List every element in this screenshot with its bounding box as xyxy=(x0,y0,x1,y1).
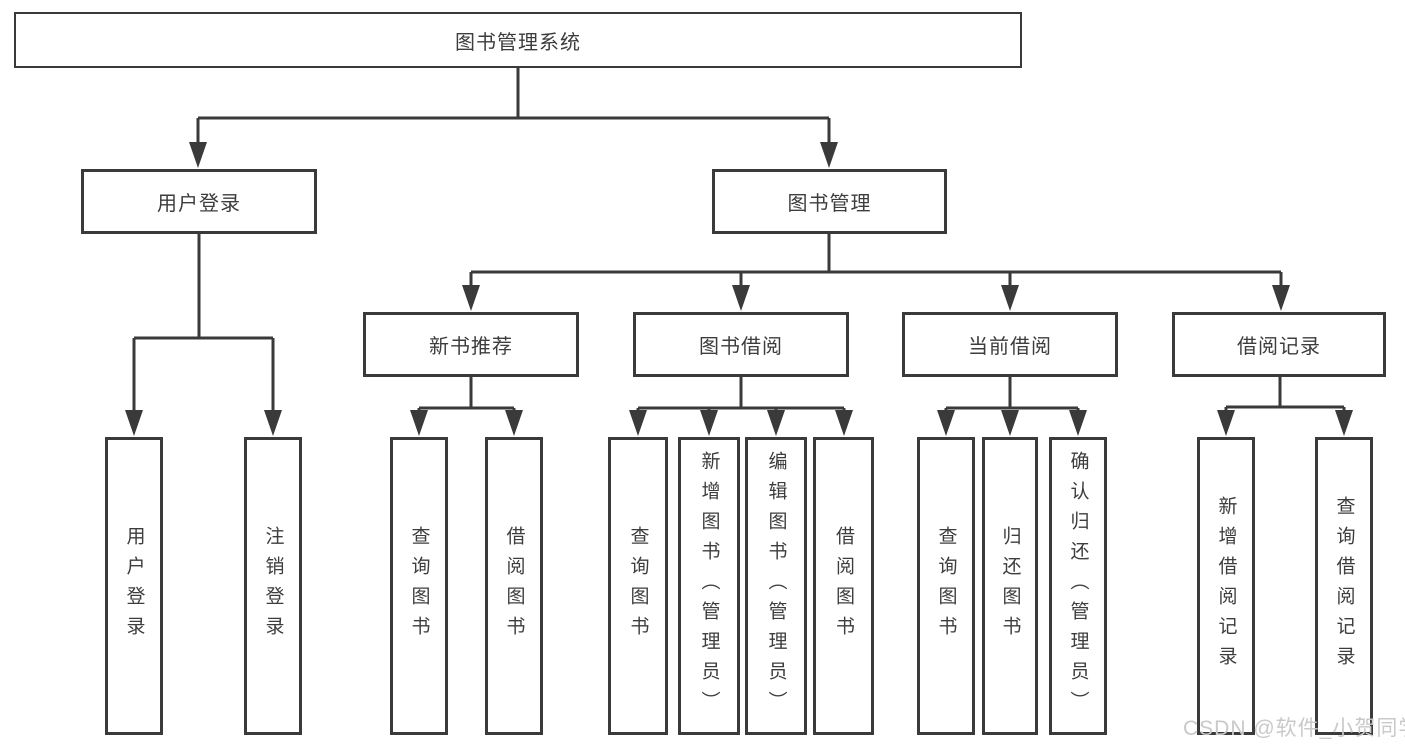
leaf-return-books: 归还图书 xyxy=(982,437,1038,735)
node-label: 归还图书 xyxy=(999,526,1021,646)
leaf-logout: 注销登录 xyxy=(244,437,302,735)
node-label: 编辑图书（管理员） xyxy=(765,451,787,721)
node-book-management: 图书管理 xyxy=(712,169,947,234)
node-label: 查询图书 xyxy=(627,526,649,646)
node-user-login: 用户登录 xyxy=(81,169,317,234)
leaf-add-book-admin: 新增图书（管理员） xyxy=(678,437,740,735)
node-book-borrow: 图书借阅 xyxy=(633,312,849,377)
connector-current-borrow-branch xyxy=(944,377,1080,414)
connector-borrow-record-branch xyxy=(1224,377,1346,414)
csdn-watermark: CSDN @软件_小贺同学 xyxy=(1183,717,1405,740)
leaf-add-borrow-record: 新增借阅记录 xyxy=(1197,437,1255,735)
leaf-confirm-return-admin: 确认归还（管理员） xyxy=(1049,437,1107,735)
node-label: 借阅图书 xyxy=(503,526,525,646)
node-label: 图书管理系统 xyxy=(455,31,581,54)
node-label: 图书借阅 xyxy=(699,336,783,358)
node-label: 确认归还（管理员） xyxy=(1067,451,1089,721)
leaf-borrow-books: 借阅图书 xyxy=(813,437,874,735)
node-root: 图书管理系统 xyxy=(14,12,1022,68)
node-label: 注销登录 xyxy=(262,526,284,646)
leaf-user-login: 用户登录 xyxy=(105,437,163,735)
node-label: 新书推荐 xyxy=(429,336,513,358)
node-label: 新增借阅记录 xyxy=(1215,496,1237,676)
leaf-query-books-current: 查询图书 xyxy=(917,437,975,735)
leaf-query-books-borrow: 查询图书 xyxy=(608,437,668,735)
node-label: 查询图书 xyxy=(935,526,957,646)
node-current-borrow: 当前借阅 xyxy=(902,312,1118,377)
node-label: 借阅记录 xyxy=(1237,336,1321,358)
node-label: 查询图书 xyxy=(408,526,430,646)
leaf-borrow-books-recommend: 借阅图书 xyxy=(485,437,543,735)
connector-new-book-branch xyxy=(417,377,516,414)
connector-arrowheads xyxy=(125,142,1353,436)
node-label: 新增图书（管理员） xyxy=(698,451,720,721)
leaf-edit-book-admin: 编辑图书（管理员） xyxy=(745,437,807,735)
node-borrow-records: 借阅记录 xyxy=(1172,312,1386,377)
node-label: 借阅图书 xyxy=(833,526,854,646)
connector-book-management-branch xyxy=(469,233,1283,290)
node-label: 用户登录 xyxy=(123,526,145,646)
node-new-book-recommend: 新书推荐 xyxy=(363,312,579,377)
connector-root-branch xyxy=(196,68,831,146)
node-label: 用户登录 xyxy=(157,193,241,215)
leaf-query-books-recommend: 查询图书 xyxy=(390,437,448,735)
leaf-query-borrow-record: 查询借阅记录 xyxy=(1315,437,1373,735)
node-label: 查询借阅记录 xyxy=(1333,496,1355,676)
connector-book-borrow-branch xyxy=(636,377,846,414)
node-label: 图书管理 xyxy=(787,193,872,215)
connector-user-login-branch xyxy=(132,233,275,414)
node-label: 当前借阅 xyxy=(968,336,1052,358)
